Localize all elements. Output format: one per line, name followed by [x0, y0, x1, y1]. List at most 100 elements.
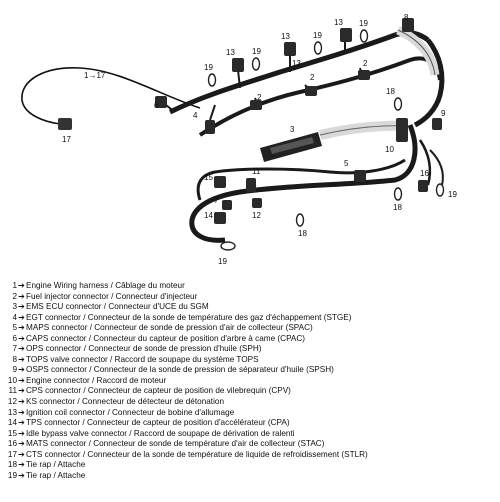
cts-connector	[58, 118, 72, 130]
ignition-coil-connector	[284, 42, 296, 56]
legend-text: Engine connector / Raccord de moteur	[26, 375, 167, 385]
ignition-coil-connector	[232, 58, 244, 72]
arrow-icon: ➔	[18, 407, 25, 417]
legend-number: 17	[7, 449, 17, 459]
osps-connector	[432, 118, 442, 130]
legend-item: 13➔Ignition coil connector / Connecteur …	[6, 408, 496, 419]
right-lower-branch	[418, 139, 432, 186]
callout-10: 10	[385, 145, 394, 154]
tie-rap	[435, 183, 445, 197]
legend-item: 5➔MAPS connector / Connecteur de sonde d…	[6, 323, 496, 334]
callout-18b: 18	[393, 203, 402, 212]
legend-item: 9➔OSPS connector / Connecteur de la sond…	[6, 365, 496, 376]
ks-connector	[252, 198, 262, 208]
right-sheath	[396, 25, 440, 76]
legend-item: 16➔MATS connector / Connecteur de sonde …	[6, 439, 496, 450]
legend-item: 1➔Engine Wiring harness / Câblage du mot…	[6, 281, 496, 292]
tie-rap	[295, 213, 305, 227]
mats-connector	[418, 180, 428, 192]
arrow-icon: ➔	[18, 365, 25, 375]
cts-lead-wire	[21, 67, 201, 125]
legend-text: Idle bypass valve connector / Raccord de…	[26, 428, 295, 438]
cps-connector	[246, 178, 256, 192]
legend-number: 5	[12, 323, 17, 333]
legend-item: 4➔EGT connector / Connecteur de la sonde…	[6, 313, 496, 324]
legend-number: 8	[12, 354, 17, 364]
legend-number: 3	[12, 302, 17, 312]
ops-connector	[222, 200, 232, 210]
right-sheath-outline	[397, 29, 436, 76]
legend-item: 6➔CAPS connector / Connecteur du capteur…	[6, 334, 496, 345]
lower-harness-branch	[196, 158, 406, 201]
legend-number: 1	[12, 281, 17, 290]
legend-text: TOPS valve connector / Raccord de soupap…	[26, 354, 259, 364]
callout-2c: 2	[363, 59, 368, 68]
arrow-icon: ➔	[18, 323, 25, 333]
tie-rap	[207, 73, 217, 87]
tie-rap	[393, 97, 403, 111]
callout-8: 8	[404, 13, 409, 22]
legend-item: 17➔CTS connector / Connecteur de la sond…	[6, 450, 496, 461]
arrow-icon: ➔	[18, 470, 25, 480]
fuel-injector-connectors	[250, 70, 370, 110]
callout-19e: 19	[448, 190, 457, 199]
callout-13d: 13	[292, 59, 301, 68]
arrow-icon: ➔	[18, 439, 25, 449]
callout-18c: 18	[298, 229, 307, 238]
tie-rap	[313, 41, 323, 55]
legend-number: 11	[8, 386, 18, 396]
legend-text: CAPS connector / Connecteur du capteur d…	[26, 333, 306, 343]
legend-number: 19	[7, 470, 17, 480]
callout-17: 17	[62, 135, 71, 144]
callout-13c: 13	[334, 18, 343, 27]
legend-number: 12	[7, 397, 17, 407]
legend-number: 18	[7, 460, 17, 470]
callout-19a: 19	[204, 63, 213, 72]
callout-2b: 2	[310, 73, 315, 82]
callout-16: 16	[420, 169, 429, 178]
fuel-injector-connector	[305, 86, 317, 96]
callout-13b: 13	[281, 32, 290, 41]
main-harness-trunk	[168, 30, 430, 115]
callout-11: 11	[252, 167, 261, 176]
legend-number: 13	[7, 407, 17, 417]
legend-number: 16	[7, 439, 17, 449]
arrow-icon: ➔	[18, 418, 25, 428]
legend-number: 7	[12, 344, 17, 354]
maps-connector	[354, 170, 366, 182]
legend-text: OPS connector / Connecteur de sonde de p…	[26, 344, 262, 354]
legend-text: MAPS connector / Connecteur de sonde de …	[26, 323, 313, 333]
arrow-icon: ➔	[18, 312, 25, 322]
arrow-icon: ➔	[18, 354, 25, 364]
legend-text: CPS connector / Connecteur de capteur de…	[26, 386, 291, 396]
legend-item: 19➔Tie rap / Attache	[6, 471, 496, 482]
legend-item: 10➔Engine connector / Raccord de moteur	[6, 376, 496, 387]
callout-3: 3	[290, 125, 295, 134]
tie-raps-18	[295, 97, 403, 227]
legend-number: 10	[7, 375, 17, 385]
legend-number: 4	[12, 312, 17, 322]
legend-text: EMS ECU connector / Connecteur d'UCE du …	[26, 302, 209, 312]
legend-text: Engine Wiring harness / Câblage du moteu…	[26, 281, 185, 290]
legend-text: CTS connector / Connecteur de la sonde d…	[26, 449, 368, 459]
arrow-icon: ➔	[18, 397, 25, 407]
arrow-icon: ➔	[18, 302, 25, 312]
right-lower-branch-2	[429, 149, 444, 186]
callout-2a: 2	[257, 93, 262, 102]
wiring-harness-diagram: 1→17 17 6 4 3 2 2 2 13 13 13 13 19 19 19…	[21, 13, 457, 266]
idle-bypass-connector	[214, 176, 226, 188]
legend-text: Tie rap / Attache	[26, 470, 86, 480]
legend-item: 2➔Fuel injector connector / Connecteur d…	[6, 292, 496, 303]
tie-raps-19	[207, 29, 445, 251]
callout-6: 6	[154, 101, 159, 110]
legend-item: 18➔Tie rap / Attache	[6, 460, 496, 471]
legend-number: 6	[12, 333, 17, 343]
arrow-icon: ➔	[18, 291, 25, 301]
tie-rap	[251, 57, 261, 71]
callout-19f: 19	[218, 257, 227, 266]
legend-number: 14	[7, 418, 17, 428]
arrow-icon: ➔	[18, 281, 25, 290]
legend-number: 2	[12, 291, 17, 301]
callout-7: 7	[214, 196, 219, 205]
legend-item: 11➔CPS connector / Connecteur de capteur…	[6, 386, 496, 397]
